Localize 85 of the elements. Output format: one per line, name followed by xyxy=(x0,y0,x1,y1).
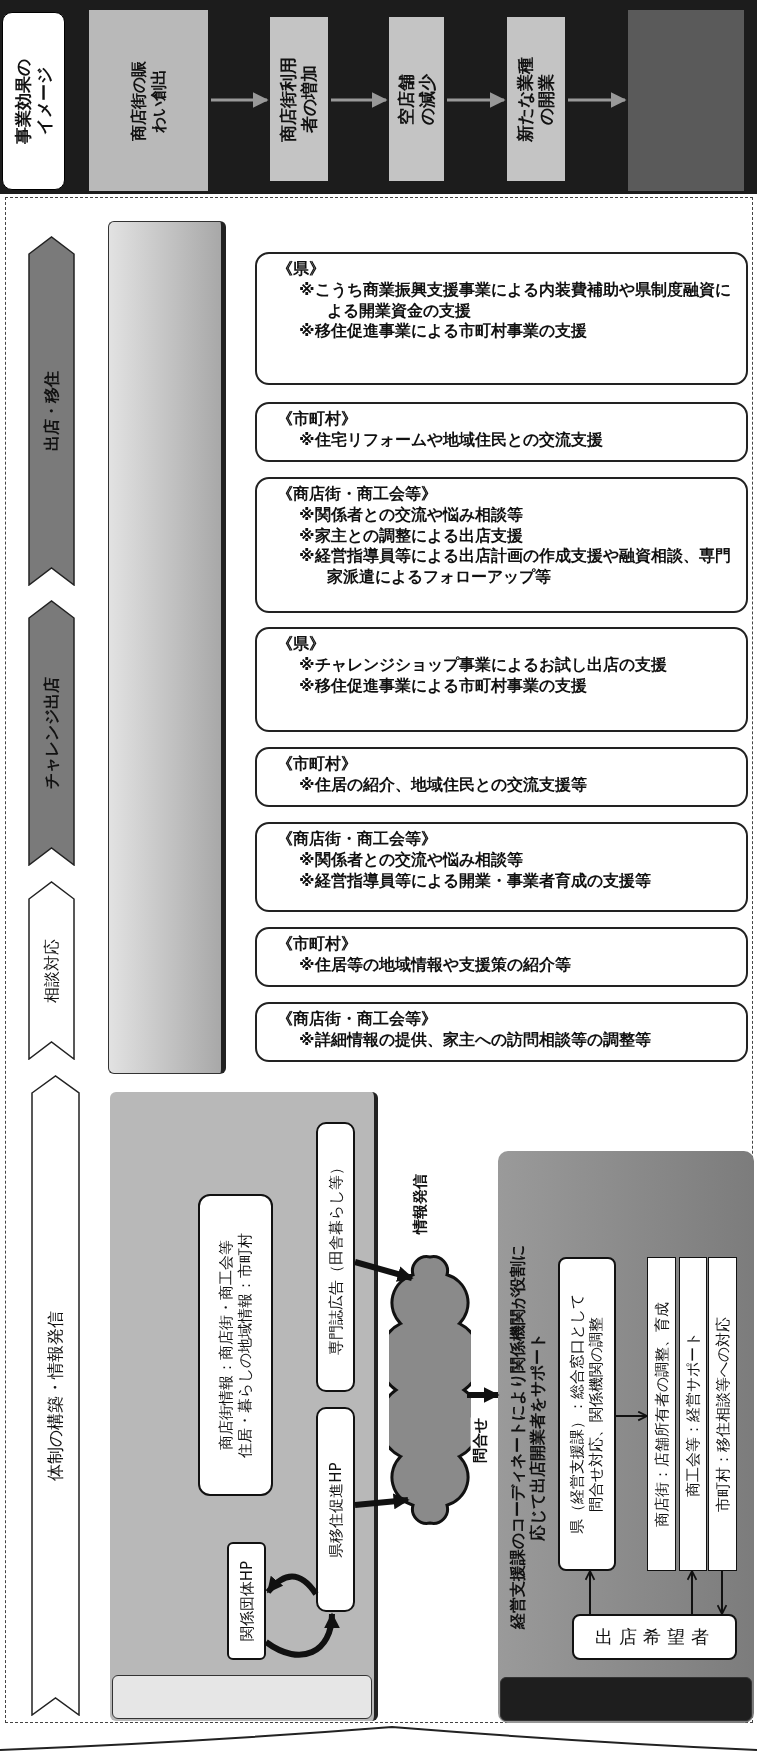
role-card xyxy=(572,1614,737,1660)
role-card xyxy=(647,1257,676,1571)
stage-label: チャレンジ出店 xyxy=(41,676,62,791)
effect-text: 商店街の賑わい創出 xyxy=(128,59,169,143)
effect-text: 空店舗の減少 xyxy=(395,72,438,127)
support-card xyxy=(255,627,748,732)
info-card xyxy=(316,1407,355,1612)
support-card xyxy=(255,822,748,912)
info-text: 県移住促進HP xyxy=(326,1460,345,1560)
role-card xyxy=(708,1257,737,1571)
role-text: 商店街：店舗所有者の調整、育成 xyxy=(652,1300,671,1529)
info-text: 住居・暮らしの地域情報：市町村 xyxy=(235,1231,255,1460)
info-panel xyxy=(110,1092,378,1721)
edge-label: 問合せ xyxy=(470,1417,490,1463)
arrow xyxy=(568,92,627,108)
info-card xyxy=(227,1542,266,1660)
category-heading: 《商店街・商工会等》 xyxy=(276,1009,438,1030)
category-heading: 《県》 xyxy=(276,634,326,655)
role-card xyxy=(679,1257,707,1571)
shaded-panel xyxy=(108,221,226,1074)
support-note: ※詳細情報の提供、家主への訪問相談等の調整等 xyxy=(298,1029,652,1051)
support-card xyxy=(255,252,748,385)
info-card xyxy=(316,1122,355,1392)
note-label: 情報発信 xyxy=(410,1174,430,1234)
arrow xyxy=(211,92,269,108)
support-note: ※こうち商業振興支援事業による内装費補助や県制度融資による開業資金の支援 xyxy=(298,279,732,322)
arrow xyxy=(447,92,506,108)
category-heading: 《商店街・商工会等》 xyxy=(276,829,438,850)
support-card xyxy=(255,747,748,807)
thick-arrow xyxy=(467,1387,500,1403)
info-card xyxy=(198,1194,273,1496)
support-note: ※移住促進事業による市町村事業の支援 xyxy=(298,321,588,343)
arrow xyxy=(686,1570,698,1615)
thick-arrow xyxy=(265,1573,319,1596)
stage-banner xyxy=(31,1075,80,1716)
support-note: ※関係者との交流や悩み相談等 xyxy=(298,504,524,526)
arrow xyxy=(615,1410,648,1422)
support-note: ※経営指導員等による開業・事業者育成の支援等 xyxy=(298,870,652,892)
category-heading: 《市町村》 xyxy=(276,409,358,430)
support-note: ※住居の紹介、地域住民との交流支援等 xyxy=(298,774,588,796)
stage-label: 体制の構築・情報発信 xyxy=(44,1309,66,1483)
effect-text: 商店街利用者の増加 xyxy=(277,55,320,144)
support-note: ※家主との調整による出店支援 xyxy=(298,525,524,547)
support-panel xyxy=(498,1151,754,1723)
effect-panel xyxy=(270,17,328,181)
support-note: ※移住促進事業による市町村事業の支援 xyxy=(298,675,588,697)
info-text: 専門誌広告（田舎暮らし等） xyxy=(326,1158,345,1357)
stage-label: 出店・移住 xyxy=(41,370,62,453)
support-card xyxy=(255,477,748,613)
stage-banner xyxy=(28,600,75,866)
role-text: 市町村：移住相談等への対応 xyxy=(713,1315,732,1514)
info-text: 関係団体HP xyxy=(237,1559,256,1644)
role-text: 出店希望者 xyxy=(594,1625,715,1649)
effect-panel xyxy=(389,17,444,181)
support-card xyxy=(255,1002,748,1062)
category-heading: 《県》 xyxy=(276,259,326,280)
category-heading: 《市町村》 xyxy=(276,934,358,955)
role-text: 県（経営支援課）：総合窓口として問合せ対応、関係機関の調整 xyxy=(568,1293,606,1536)
info-text: 商店街情報：商店街・商工会等 xyxy=(216,1239,236,1452)
support-note: ※経営指導員等による出店計画の作成支援や融資相談、専門家派遣によるフォローアップ等 xyxy=(298,546,732,588)
thick-arrow xyxy=(264,1612,339,1658)
arrow xyxy=(716,1570,728,1615)
support-card xyxy=(255,402,748,462)
support-note: ※関係者との交流や悩み相談等 xyxy=(298,849,524,871)
category-heading: 《商店街・商工会等》 xyxy=(276,484,438,505)
arrow xyxy=(584,1570,596,1615)
role-text: 商工会等：経営サポート xyxy=(683,1330,703,1499)
stage-banner xyxy=(28,881,75,1060)
effect-panel xyxy=(628,10,744,191)
stage-banner xyxy=(28,236,75,586)
effect-text: 新たな業種の開業 xyxy=(514,55,557,144)
category-heading: 《市町村》 xyxy=(276,754,358,775)
heading-card xyxy=(2,12,65,190)
panel-title: 経営支援課のコーディネートにより関係機関が役割に応じて出店開業者をサポート xyxy=(508,1244,548,1632)
arrow xyxy=(331,92,388,108)
stage-label: 相談対応 xyxy=(41,937,62,1005)
support-note: ※住居等の地域情報や支援策の紹介等 xyxy=(298,954,572,976)
thick-arrow xyxy=(354,1493,410,1510)
effect-panel xyxy=(89,10,208,191)
role-card xyxy=(558,1257,616,1571)
heading-text: 事業効果のイメージ xyxy=(12,57,55,146)
support-note: ※住宅リフォームや地域住民との交流支援 xyxy=(298,429,604,451)
support-card xyxy=(255,927,748,987)
effect-panel xyxy=(507,17,565,181)
support-note: ※チャレンジショップ事業によるお試し出店の支援 xyxy=(298,654,668,676)
